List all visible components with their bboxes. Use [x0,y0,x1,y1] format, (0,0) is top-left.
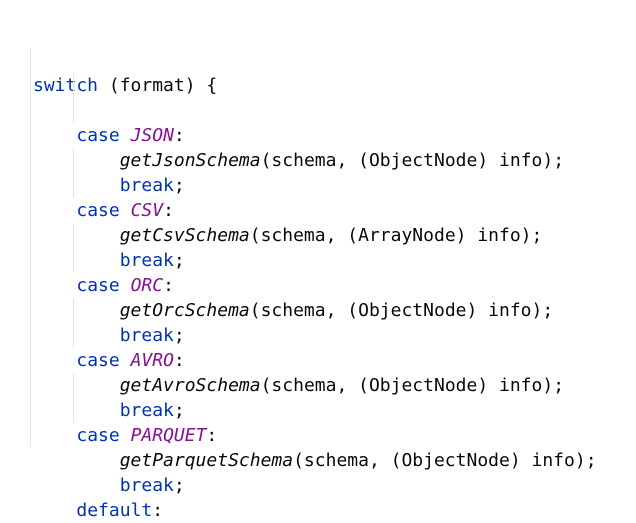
semicolon: ; [173,475,185,496]
code-line-switch: switch (format) { [33,73,597,98]
semicolon: ; [173,400,185,421]
enum-constant: ORC [130,275,164,296]
keyword-case: case [76,350,120,371]
code-editor[interactable]: switch (format) { case JSON: getJsonSche… [33,23,597,523]
switch-expression: (format) { [98,75,218,96]
call-arguments: (schema, (ObjectNode) info); [249,300,554,321]
indent-guide [73,373,74,423]
indent-guide [73,148,74,198]
keyword-break: break [119,250,174,271]
call-arguments: (schema, (ObjectNode) info); [293,450,597,471]
method-call: getParquetSchema [119,450,294,471]
keyword-case: case [76,425,120,446]
code-line-call: getOrcSchema(schema, (ObjectNode) info); [33,298,597,323]
indent-guide [73,298,74,348]
code-line-case: case ORC: [33,273,597,298]
enum-constant: PARQUET [130,425,207,446]
keyword-break: break [119,400,174,421]
colon: : [152,500,164,521]
keyword-break: break [119,175,174,196]
call-arguments: (schema, (ArrayNode) info); [249,225,543,246]
code-line-call: getJsonSchema(schema, (ObjectNode) info)… [33,148,597,173]
code-line-case: case CSV: [33,198,597,223]
colon: : [163,200,174,221]
keyword-default: default [76,500,153,521]
call-arguments: (schema, (ObjectNode) info); [260,375,565,396]
keyword-switch: switch [33,75,99,96]
indent-guide [73,223,74,273]
keyword-break: break [119,325,174,346]
colon: : [206,425,218,446]
code-line-break: break; [33,473,597,498]
code-line-break: break; [33,323,597,348]
code-line-break: break; [33,173,597,198]
method-call: getAvroSchema [119,375,261,396]
code-line-break: break; [33,398,597,423]
code-line-break: break; [33,248,597,273]
indent-guide [30,48,31,447]
keyword-case: case [76,125,120,146]
enum-constant: CSV [130,200,164,221]
semicolon: ; [173,175,185,196]
code-line-case: case AVRO: [33,348,597,373]
code-line-default: default: [33,498,597,523]
code-line-case: case PARQUET: [33,423,597,448]
semicolon: ; [173,325,185,346]
code-line-call: getParquetSchema(schema, (ObjectNode) in… [33,448,597,473]
method-call: getCsvSchema [119,225,250,246]
method-call: getOrcSchema [119,300,250,321]
colon: : [163,275,174,296]
indent-guide [73,73,74,123]
method-call: getJsonSchema [119,150,261,171]
call-arguments: (schema, (ObjectNode) info); [260,150,565,171]
enum-constant: JSON [130,125,174,146]
enum-constant: AVRO [130,350,174,371]
code-line-call: getCsvSchema(schema, (ArrayNode) info); [33,223,597,248]
keyword-case: case [76,200,120,221]
keyword-case: case [76,275,120,296]
colon: : [173,125,185,146]
colon: : [173,350,185,371]
semicolon: ; [173,250,185,271]
code-line-case: case JSON: [33,123,597,148]
code-line-call: getAvroSchema(schema, (ObjectNode) info)… [33,373,597,398]
keyword-break: break [119,475,174,496]
